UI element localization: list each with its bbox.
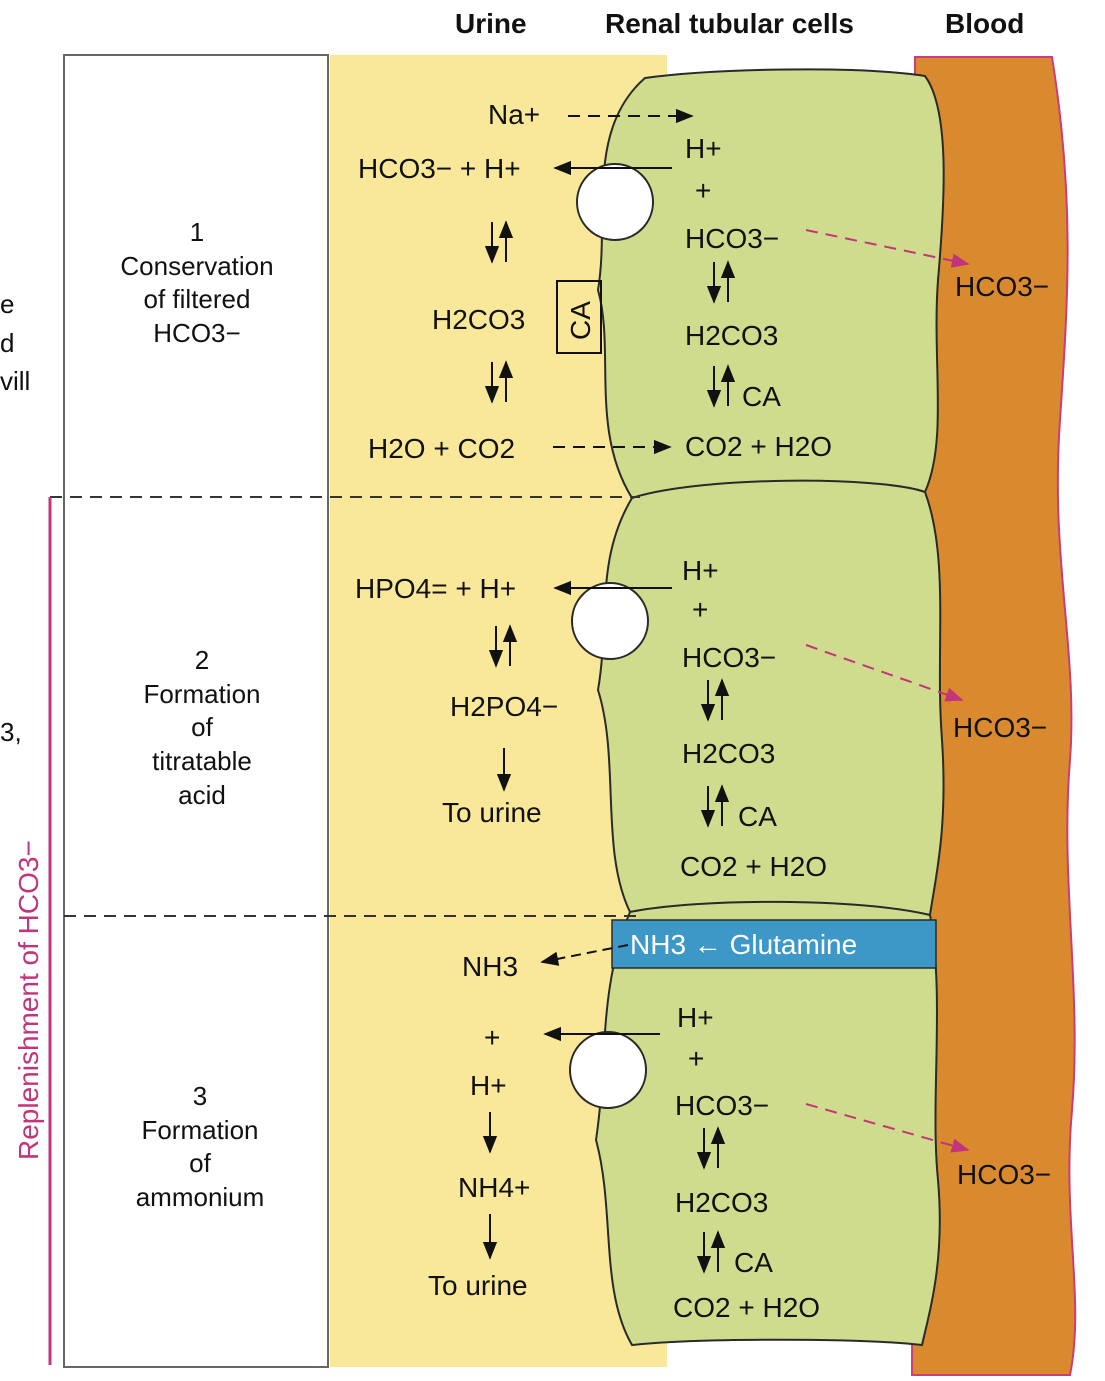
nh3-urine: NH3 xyxy=(462,951,518,982)
left-fragment: e xyxy=(0,289,14,319)
h2o-co2-urine: H2O + CO2 xyxy=(368,433,515,464)
section-3-title: of xyxy=(189,1148,211,1178)
cell1-co2-h2o: CO2 + H2O xyxy=(685,431,832,462)
cell3-hco3: HCO3− xyxy=(675,1090,769,1121)
nh4-urine: NH4+ xyxy=(458,1172,530,1203)
transporter-3 xyxy=(569,1031,647,1109)
left-fragment: d xyxy=(0,328,14,358)
header-blood: Blood xyxy=(945,8,1024,39)
to-urine-3: To urine xyxy=(428,1270,528,1301)
hco3-to-blood-arrow-2 xyxy=(805,644,964,702)
cell3-plus: + xyxy=(688,1043,704,1074)
section-2-number: 2 xyxy=(195,645,209,675)
cell3-ca: CA xyxy=(734,1247,773,1278)
transporter-2 xyxy=(571,582,649,660)
hpo4-plus-h-urine: HPO4= + H+ xyxy=(355,573,516,604)
h2po4-urine: H2PO4− xyxy=(450,691,558,722)
blood-hco3-2: HCO3− xyxy=(953,712,1047,743)
cell1-ca: CA xyxy=(742,381,781,412)
equilibrium-arrows xyxy=(700,678,730,722)
header-cells: Renal tubular cells xyxy=(605,8,854,39)
left-label-panel xyxy=(63,54,329,1368)
section-2-title: of xyxy=(191,712,213,742)
tubular-cell-2 xyxy=(596,479,945,917)
equilibrium-arrows xyxy=(484,220,514,264)
glutamine-band xyxy=(611,919,937,969)
hco3-to-blood-arrow-1 xyxy=(805,229,970,268)
glutamine-band-label: NH3 ← Glutamine xyxy=(630,929,857,960)
cell3-h: H+ xyxy=(677,1002,714,1033)
blood-vessel xyxy=(910,56,1077,1376)
section-1-title: HCO3− xyxy=(153,318,240,348)
left-fragment: vill xyxy=(0,366,30,396)
section-1-number: 1 xyxy=(190,217,204,247)
h-urine-3: H+ xyxy=(470,1070,507,1101)
section-1-title: of filtered xyxy=(144,284,251,314)
cell2-h2co3: H2CO3 xyxy=(682,738,775,769)
blood-hco3-1: HCO3− xyxy=(955,271,1049,302)
to-urine-2: To urine xyxy=(442,797,542,828)
equilibrium-arrows xyxy=(484,360,514,404)
replenishment-label: Replenishment of HCO3− xyxy=(13,840,44,1160)
cell1-h2co3: H2CO3 xyxy=(685,320,778,351)
section-3-number: 3 xyxy=(193,1081,207,1111)
transporter-1 xyxy=(576,163,654,241)
header-urine: Urine xyxy=(455,8,527,39)
nh3-diffusion-arrow xyxy=(540,944,629,966)
hco3-to-blood-arrow-3 xyxy=(805,1103,970,1153)
tubular-cell-3 xyxy=(594,900,941,1347)
hco3-plus-h-urine-1: HCO3− + H+ xyxy=(358,153,521,184)
section-3-title: Formation xyxy=(141,1115,258,1145)
left-fragment: 3, xyxy=(0,717,22,747)
equilibrium-arrows xyxy=(706,260,736,304)
equilibrium-arrows xyxy=(696,1230,726,1274)
cell1-hco3: HCO3− xyxy=(685,223,779,254)
ca-box-label: CA xyxy=(565,301,596,340)
cell3-co2-h2o: CO2 + H2O xyxy=(673,1292,820,1323)
cell2-h: H+ xyxy=(682,555,719,586)
equilibrium-arrows xyxy=(488,624,518,668)
cell1-plus: + xyxy=(695,175,711,206)
equilibrium-arrows xyxy=(700,784,730,828)
cell2-ca: CA xyxy=(738,801,777,832)
cell2-hco3: HCO3− xyxy=(682,642,776,673)
cell3-h2co3: H2CO3 xyxy=(675,1187,768,1218)
plus-urine-3: + xyxy=(484,1022,500,1053)
blood-hco3-3: HCO3− xyxy=(957,1159,1051,1190)
cell2-plus: + xyxy=(692,594,708,625)
cell1-h: H+ xyxy=(685,133,722,164)
na-ion: Na+ xyxy=(488,99,540,130)
section-2-title: acid xyxy=(178,780,226,810)
section-2-title: titratable xyxy=(152,746,252,776)
equilibrium-arrows xyxy=(706,364,736,408)
cell2-co2-h2o: CO2 + H2O xyxy=(680,851,827,882)
section-3-title: ammonium xyxy=(136,1182,265,1212)
section-1-title: Conservation xyxy=(120,251,273,281)
h2co3-urine-1: H2CO3 xyxy=(432,304,525,335)
ca-box xyxy=(556,280,602,354)
section-2-title: Formation xyxy=(143,679,260,709)
equilibrium-arrows xyxy=(696,1126,726,1170)
